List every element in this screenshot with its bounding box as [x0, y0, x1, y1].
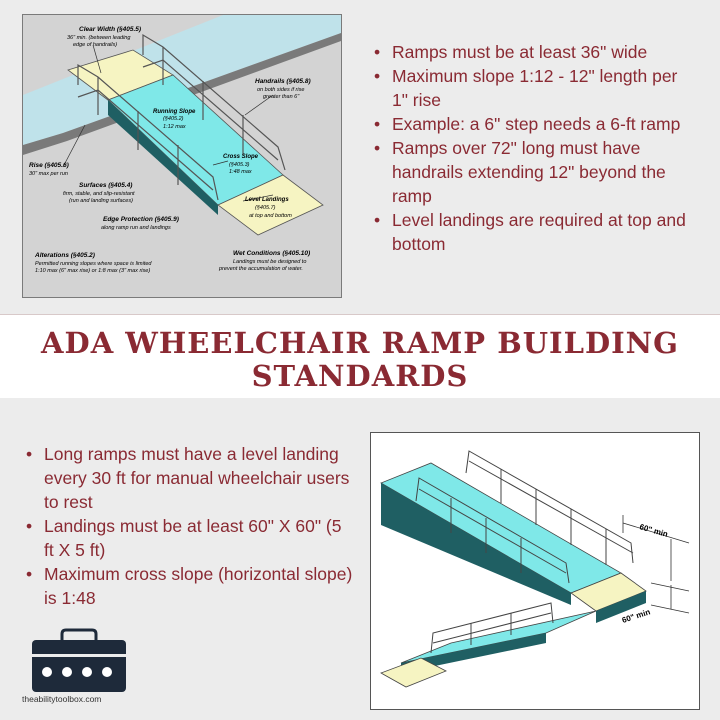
- top-bullet: Example: a 6" step needs a 6-ft ramp: [372, 112, 692, 136]
- lower-ramp-surface: [400, 610, 597, 664]
- bottom-bullet: Landings must be at least 60" X 60" (5 f…: [24, 514, 354, 562]
- rise-title: Rise (§405.6): [29, 162, 69, 169]
- wet-conditions-title: Wet Conditions (§405.10): [233, 250, 310, 257]
- landing-side: [596, 591, 646, 623]
- upper-surface: [23, 15, 341, 145]
- switchback-handrails: [415, 450, 634, 654]
- leader-lines: [62, 44, 274, 202]
- top-bullet: Ramps over 72" long must have handrails …: [372, 136, 692, 208]
- wet-conditions-body-2: prevent the accumulation of water.: [218, 266, 303, 272]
- edge-protection-body: along ramp run and landings: [101, 225, 171, 231]
- handrails-body-2: greater than 6": [263, 94, 300, 100]
- toolbox-icon: [32, 628, 126, 692]
- top-bullet: Level landings are required at top and b…: [372, 208, 692, 256]
- handrails: [77, 33, 286, 201]
- bottom-bullet: Maximum cross slope (horizontal slope) i…: [24, 562, 354, 610]
- dimension-lines: [622, 515, 690, 614]
- alterations-body: Permitted running slopes where space is …: [35, 261, 152, 267]
- surfaces-body: firm, stable, and slip-resistant: [63, 191, 135, 197]
- cross-slope-ref: (§405.3): [229, 162, 250, 168]
- edge-protection-title: Edge Protection (§405.9): [103, 216, 179, 223]
- ramp-side: [108, 100, 218, 215]
- clear-width-body-2: edge of handrails): [73, 42, 117, 48]
- top-panel: Clear Width (§405.5) 36" min. (between l…: [0, 0, 720, 314]
- toolbox-logo: [22, 628, 142, 708]
- running-slope-body: 1:12 max: [163, 124, 186, 130]
- bottom-bullet: Long ramps must have a level landing eve…: [24, 442, 354, 514]
- cross-slope-title: Cross Slope: [223, 154, 259, 160]
- rise-body: 30" max per run: [29, 171, 68, 177]
- website-url: theabilitytoolbox.com: [22, 694, 102, 704]
- surfaces-title: Surfaces (§405.4): [79, 182, 132, 189]
- clear-width-body: 36" min. (between leading: [67, 35, 131, 41]
- bottom-landing: [380, 657, 447, 688]
- level-landings-title: Level Landings: [245, 197, 289, 203]
- lower-ramp-side: [401, 633, 546, 673]
- clear-width-title: Clear Width (§405.5): [79, 26, 141, 33]
- cross-slope-body: 1:48 max: [229, 169, 252, 175]
- ramp-diagram-svg: Clear Width (§405.5) 36" min. (between l…: [23, 15, 341, 297]
- top-bullet: Ramps must be at least 36" wide: [372, 40, 692, 64]
- handrails-body: on both sides if rise: [257, 87, 304, 93]
- handrails-title: Handrails (§405.8): [255, 78, 311, 85]
- top-bullet-list: Ramps must be at least 36" wide Maximum …: [372, 40, 692, 256]
- top-bullet: Maximum slope 1:12 - 12" length per 1" r…: [372, 64, 692, 112]
- running-slope-title: Running Slope: [153, 109, 196, 115]
- alterations-title: Alterations (§405.2): [34, 252, 95, 259]
- switchback-diagram-svg: 60" min 60" min: [371, 433, 699, 709]
- level-landings-ref: (§405.7): [255, 205, 276, 211]
- bottom-bullet-list: Long ramps must have a level landing eve…: [24, 442, 354, 610]
- upper-ramp-side: [381, 483, 571, 605]
- wet-conditions-body: Landings must be designed to: [233, 259, 306, 265]
- surfaces-body-2: (run and landing surfaces): [69, 198, 133, 204]
- level-landings-body: at top and bottom: [249, 213, 292, 219]
- ramp-standards-diagram: Clear Width (§405.5) 36" min. (between l…: [22, 14, 342, 298]
- alterations-body-2: 1:10 max (6" max rise) or 1:8 max (3" ma…: [35, 268, 150, 274]
- bottom-landing: [217, 174, 324, 236]
- switchback-ramp-diagram: 60" min 60" min: [370, 432, 700, 710]
- running-slope-ref: (§405.2): [163, 116, 184, 122]
- bottom-panel: Long ramps must have a level landing eve…: [0, 398, 720, 720]
- page-title: ADA WHEELCHAIR RAMP BUILDING STANDARDS: [41, 326, 679, 393]
- title-band: ADA WHEELCHAIR RAMP BUILDING STANDARDS: [0, 314, 720, 400]
